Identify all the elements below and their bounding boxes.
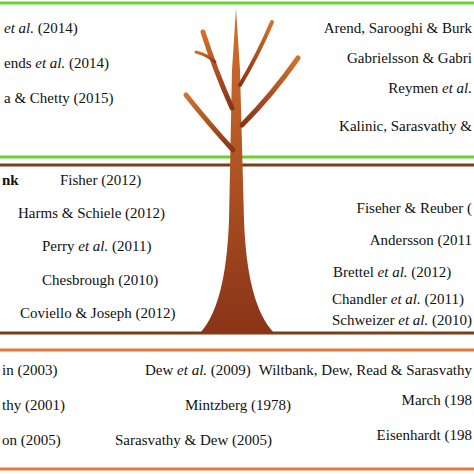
band-heading: nk bbox=[2, 172, 19, 189]
citation-label: Harms & Schiele (2012) bbox=[18, 205, 165, 222]
citation-label: Perry et al. (2011) bbox=[42, 238, 151, 255]
citation-label: Chandler et al. (2011) bbox=[332, 291, 464, 308]
citation-label: Eisenhardt (198 bbox=[377, 427, 472, 444]
band-line bbox=[0, 349, 474, 352]
citation-label: Mintzberg (1978) bbox=[185, 397, 291, 414]
citation-label: ends et al. (2014) bbox=[4, 55, 109, 72]
band-line bbox=[0, 2, 474, 5]
citation-label: on (2005) bbox=[2, 432, 61, 449]
citation-label: Reymen et al. bbox=[388, 80, 472, 97]
citation-label: a & Chetty (2015) bbox=[4, 90, 114, 107]
citation-label: Fisher (2012) bbox=[60, 172, 141, 189]
tree-branch bbox=[203, 32, 232, 108]
citation-label: Coviello & Joseph (2012) bbox=[20, 305, 175, 322]
citation-label: Schweizer et al. (2010) bbox=[332, 312, 472, 329]
citation-label: Gabrielsson & Gabri bbox=[347, 50, 472, 67]
citation-label: Brettel et al. (2012) bbox=[333, 264, 451, 281]
citation-label: thy (2001) bbox=[2, 397, 65, 414]
tree-trunk bbox=[200, 8, 274, 333]
citation-label: March (198 bbox=[402, 392, 472, 409]
citation-label: Wiltbank, Dew, Read & Sarasvathy bbox=[259, 362, 472, 379]
citation-label: Sarasvathy & Dew (2005) bbox=[115, 432, 272, 449]
citation-label: Fiseher & Reuber ( bbox=[357, 200, 472, 217]
citation-label: et al. (2014) bbox=[4, 20, 78, 37]
band-line bbox=[0, 468, 474, 471]
tree-twig bbox=[196, 52, 215, 62]
citation-label: in (2003) bbox=[2, 362, 57, 379]
tree-branch bbox=[240, 22, 272, 85]
citation-label: Andersson (2011 bbox=[370, 232, 472, 249]
tree-branch bbox=[186, 95, 233, 150]
citation-label: Kalinic, Sarasvathy & bbox=[339, 118, 472, 135]
citation-label: Chesbrough (2010) bbox=[42, 272, 158, 289]
citation-label: Dew et al. (2009) bbox=[145, 362, 251, 379]
citation-label: Arend, Sarooghi & Burk bbox=[324, 20, 472, 37]
